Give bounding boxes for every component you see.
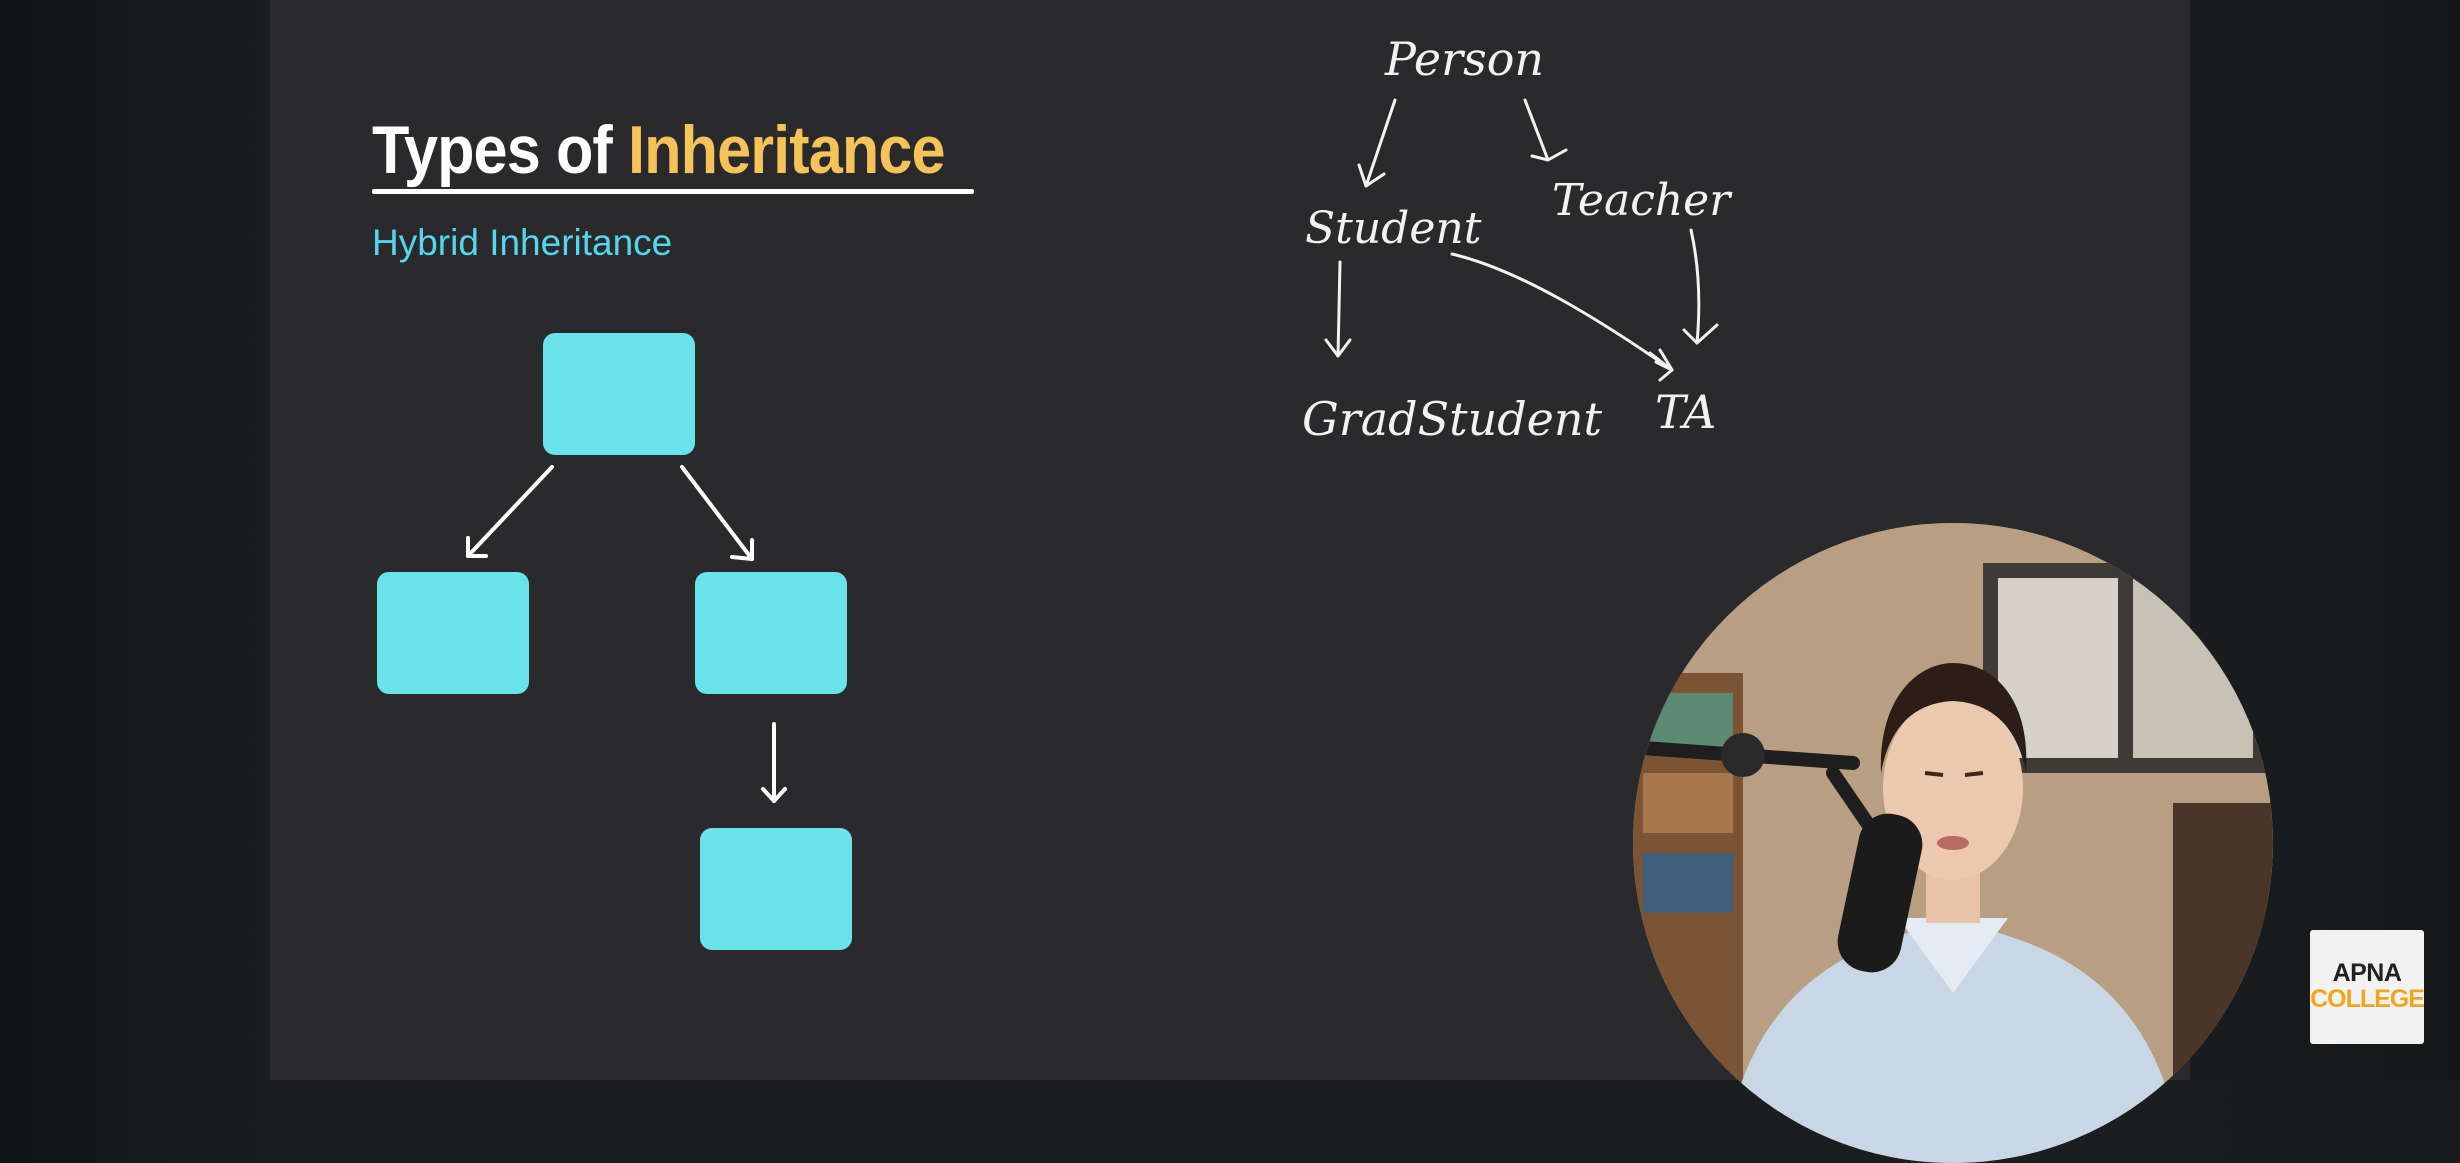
slide-subtitle: Hybrid Inheritance: [372, 222, 673, 263]
sketch-arrow-person-teacher: [1523, 98, 1568, 162]
presenter-webcam: [1633, 523, 2273, 1163]
sketch-arrow-student-ta: [1450, 252, 1674, 382]
title-underline: [372, 189, 974, 194]
slide-title: Types of Inheritance: [372, 108, 946, 192]
label-student: Student: [1305, 203, 1482, 254]
diagram-box-grandchild: [700, 828, 852, 950]
title-prefix: Types of: [372, 112, 629, 188]
sketch-arrow-person-student: [1357, 98, 1397, 188]
sketch-arrow-teacher-ta: [1682, 228, 1719, 345]
apna-college-logo: APNA COLLEGE: [2310, 930, 2425, 1044]
label-ta: TA: [1655, 385, 1716, 439]
label-person: Person: [1384, 32, 1544, 86]
presenter-video-frame: [1633, 523, 2273, 1163]
diagram-box-root: [543, 333, 695, 455]
handwritten-diagram: Person Student Teacher GradStudent TA: [1302, 32, 1733, 446]
sketch-arrow-student-gradstudent: [1324, 260, 1352, 358]
label-teacher: Teacher: [1552, 175, 1733, 226]
diagram-box-right-child: [695, 572, 847, 694]
logo-line-college: COLLEGE: [2310, 985, 2425, 1013]
logo-line-apna: APNA: [2332, 959, 2402, 987]
title-highlight: Inheritance: [628, 112, 946, 188]
label-gradstudent: GradStudent: [1302, 392, 1603, 446]
diagram-box-left-child: [377, 572, 529, 694]
